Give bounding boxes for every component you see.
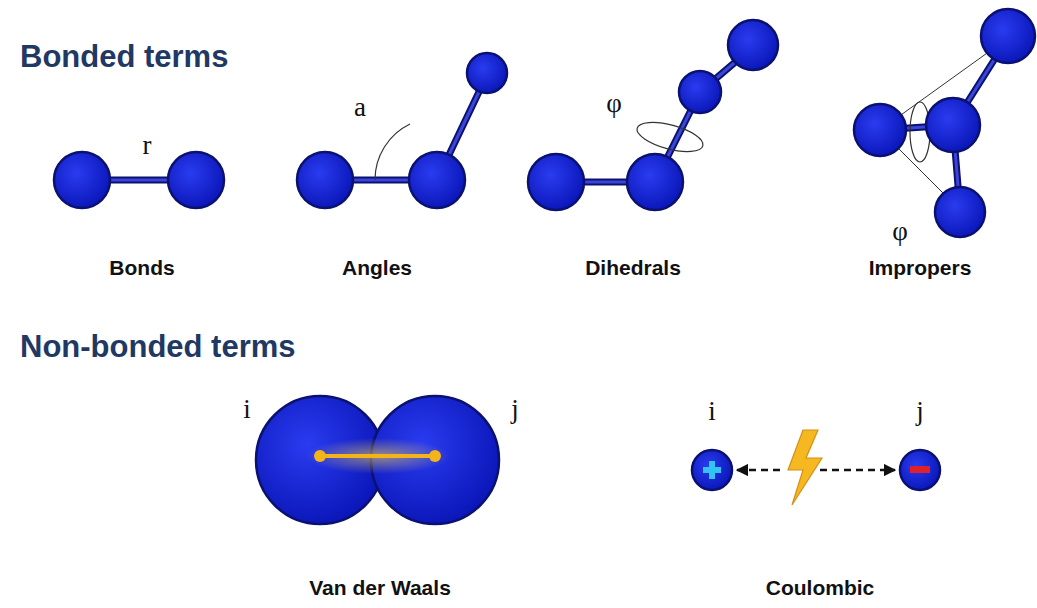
term-caption: Coulombic	[766, 576, 875, 599]
term-caption: Dihedrals	[585, 256, 681, 279]
plus-sign	[709, 461, 715, 479]
vdw-glow	[306, 438, 450, 474]
section-heading: Bonded terms	[20, 40, 228, 74]
coulomb-arrow	[737, 469, 785, 472]
term-caption: Bonds	[109, 256, 174, 279]
section-heading: Non-bonded terms	[20, 330, 296, 364]
atom-index: i	[243, 395, 251, 425]
angle-symbol: a	[354, 93, 366, 123]
angle-arc	[375, 124, 410, 180]
term-caption: Van der Waals	[309, 576, 451, 599]
vdw-link	[320, 454, 435, 458]
vdw-dot	[314, 450, 326, 462]
bond-length-symbol: r	[143, 131, 152, 161]
improper-symbol: φ	[892, 217, 908, 247]
atom-index: j	[511, 395, 519, 425]
term-caption: Impropers	[869, 256, 972, 279]
atom-index: i	[708, 397, 716, 427]
dihedral-ellipse	[634, 117, 706, 158]
atoms	[54, 9, 1035, 524]
lightning-bolt	[788, 430, 822, 505]
dihedral-symbol: φ	[606, 89, 622, 119]
atom-index: j	[916, 397, 924, 427]
vdw-dot	[429, 450, 441, 462]
minus-sign	[910, 466, 930, 473]
term-caption: Angles	[342, 256, 412, 279]
coulomb-arrow	[820, 469, 895, 472]
